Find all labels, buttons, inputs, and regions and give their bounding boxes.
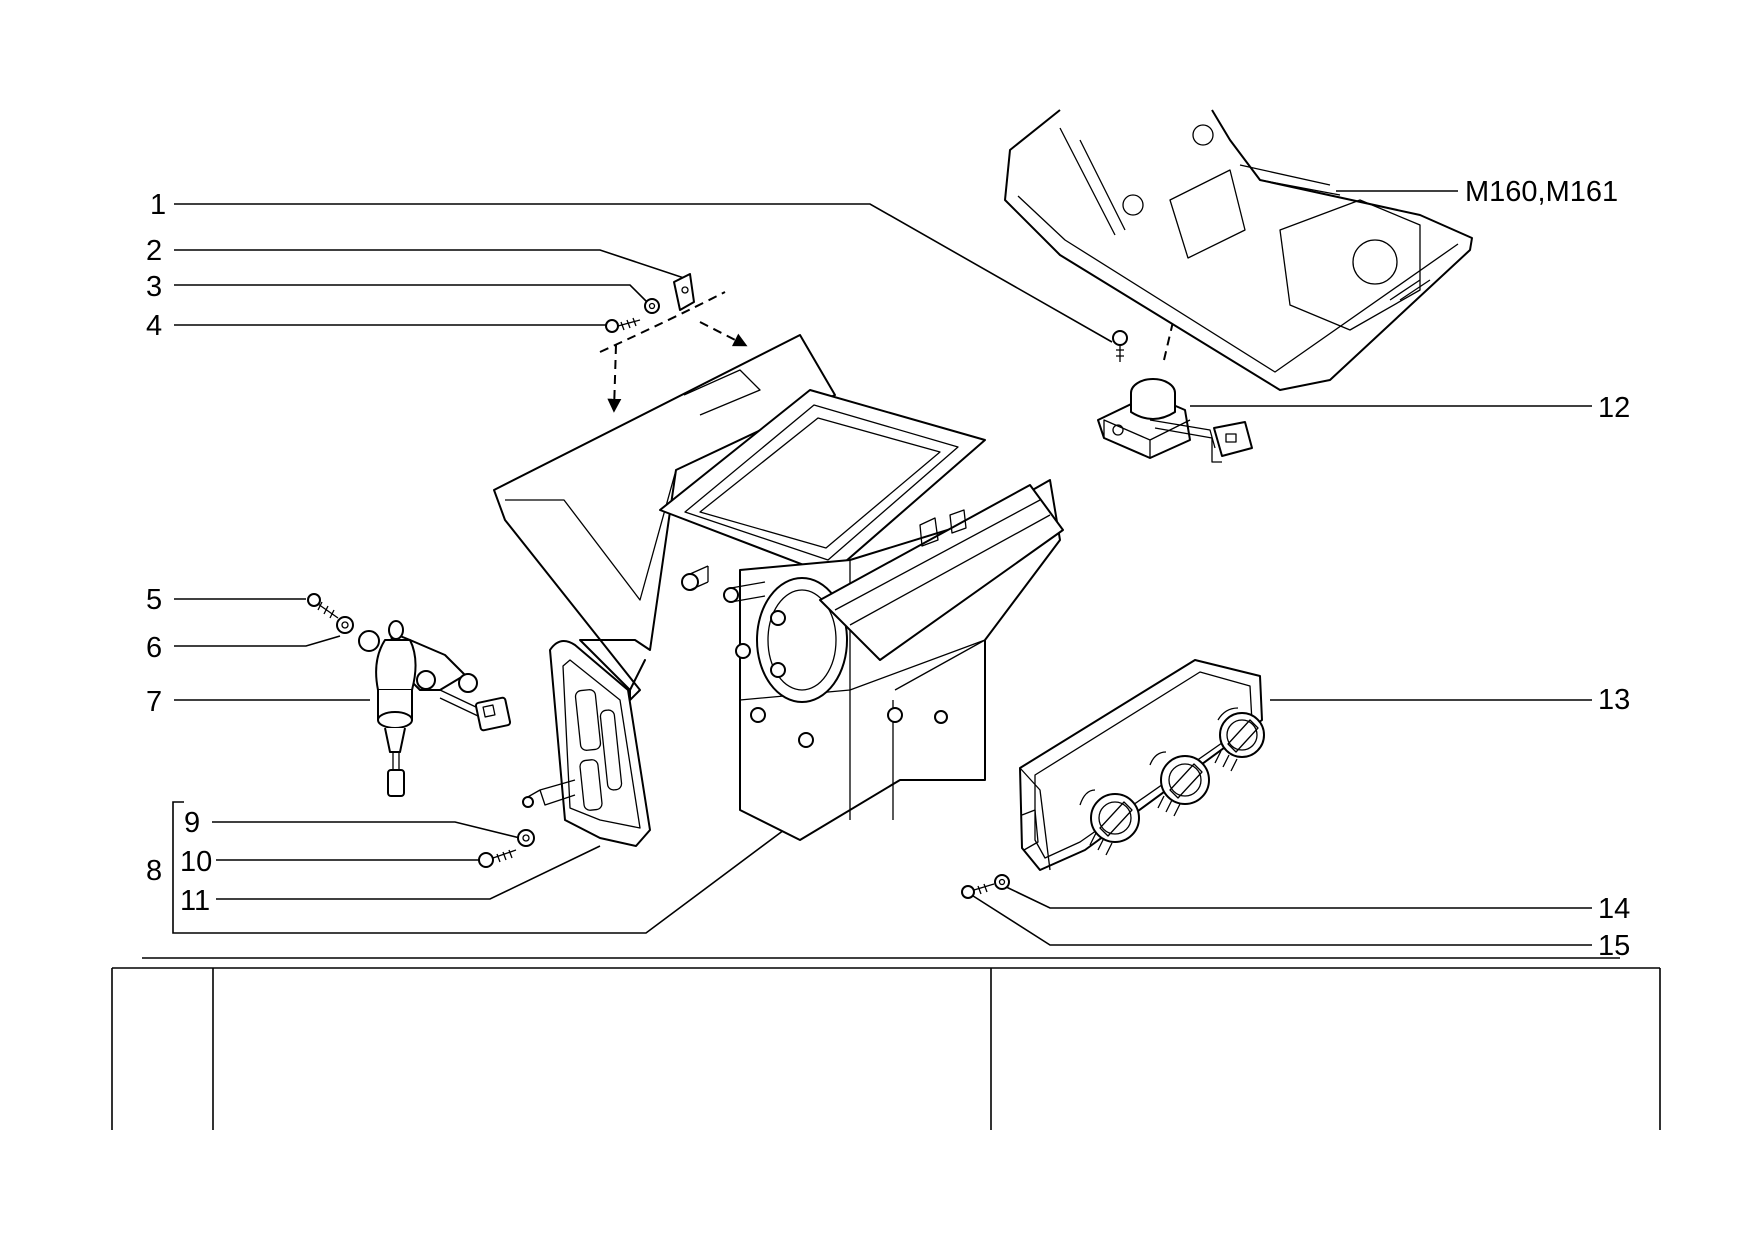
callout-7: 7: [146, 686, 370, 718]
callout-number-12: 12: [1598, 392, 1630, 424]
control-panel-part-13: [1019, 659, 1265, 871]
callout-3: 3: [146, 271, 651, 306]
callout-number-15: 15: [1598, 930, 1630, 962]
callout-number-2: 2: [146, 235, 162, 267]
screw-part-5: [307, 593, 339, 619]
callout-10: 10: [180, 846, 480, 878]
callout-8: 8: [146, 801, 785, 934]
variant-label-text: M160,M161: [1465, 176, 1618, 208]
callout-number-5: 5: [146, 584, 162, 616]
washer-part-9: [517, 829, 535, 847]
callout-number-8: 8: [146, 855, 162, 887]
callout-number-10: 10: [180, 846, 212, 878]
callout-number-9: 9: [184, 807, 200, 839]
servo-motor-part-12: [1097, 378, 1253, 463]
callout-number-1: 1: [150, 189, 166, 221]
assembly-arrow-down: [607, 344, 622, 413]
screw-part-1: [1112, 330, 1128, 362]
heater-housing: [493, 334, 1064, 841]
callout-11: 11: [180, 845, 601, 917]
screw-part-15: [961, 883, 995, 899]
variant-label: M160,M161: [1336, 176, 1618, 208]
dashboard-trim-panel: [1004, 109, 1473, 391]
callout-number-3: 3: [146, 271, 162, 303]
callout-1: 1: [150, 189, 1113, 343]
actuator-part-7: [358, 620, 512, 797]
washer-part-3: [644, 298, 660, 314]
callout-15: 15: [969, 893, 1630, 962]
callout-4: 4: [146, 310, 606, 342]
callout-13: 13: [1270, 684, 1630, 716]
callout-5: 5: [146, 584, 306, 616]
screw-part-10: [478, 849, 517, 868]
washer-part-14: [994, 874, 1010, 890]
callout-6: 6: [146, 632, 341, 664]
assembly-arrow-right: [699, 321, 748, 347]
callout-number-14: 14: [1598, 893, 1630, 925]
title-block-frame: [111, 957, 1661, 1130]
callout-12: 12: [1190, 392, 1630, 424]
callout-14: 14: [999, 883, 1630, 925]
bracket-part-2: [673, 273, 695, 311]
callout-number-13: 13: [1598, 684, 1630, 716]
callout-number-4: 4: [146, 310, 162, 342]
callout-9: 9: [184, 807, 521, 839]
screw-part-4: [605, 317, 641, 333]
callout-number-7: 7: [146, 686, 162, 718]
assembly-path: [599, 291, 726, 353]
callout-number-6: 6: [146, 632, 162, 664]
washer-part-6: [336, 616, 354, 634]
callout-number-11: 11: [180, 885, 210, 917]
side-panel-part-11: [522, 640, 651, 847]
callout-2: 2: [146, 235, 691, 281]
